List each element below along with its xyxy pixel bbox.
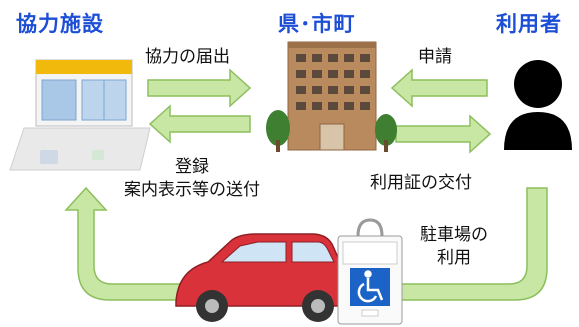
label-registration: 登録 案内表示等の送付 <box>104 156 280 202</box>
city-hall-illustration <box>266 41 397 152</box>
user-silhouette-icon <box>504 60 572 150</box>
arrow-car-to-facility-loop <box>64 186 181 301</box>
arrow-city-to-user <box>395 114 492 154</box>
arrow-city-to-facility <box>148 104 251 144</box>
label-card-issue: 利用証の交付 <box>370 173 472 193</box>
label-parking-line1: 駐車場の <box>420 225 488 245</box>
car-illustration <box>175 233 353 322</box>
arrow-user-to-city <box>390 68 488 108</box>
label-registration-line2: 案内表示等の送付 <box>124 180 260 200</box>
store-illustration <box>9 59 151 171</box>
wheelchair-icon <box>357 270 384 303</box>
node-title-user: 利用者 <box>496 12 562 36</box>
arrow-facility-to-city <box>147 68 252 108</box>
label-cooperation-notice: 協力の届出 <box>145 47 230 67</box>
label-application: 申請 <box>418 47 452 67</box>
label-registration-line1: 登録 <box>175 157 209 177</box>
label-parking-line2: 利用 <box>437 248 471 268</box>
parking-permit-card <box>337 218 403 325</box>
label-parking-use: 駐車場の 利用 <box>404 224 504 270</box>
node-title-facility: 協力施設 <box>16 12 104 36</box>
node-title-city: 県･市町 <box>278 12 356 36</box>
